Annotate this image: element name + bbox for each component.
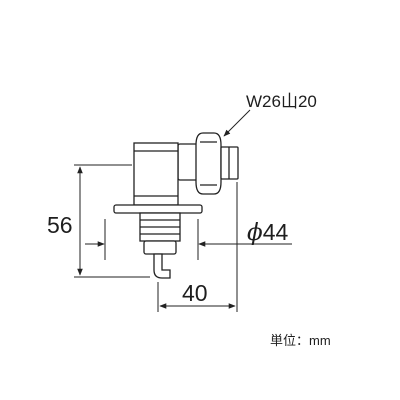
unit-label: 単位：mm: [270, 333, 331, 348]
height-dimension-label: 56: [47, 212, 73, 238]
flange-plate: [113, 204, 203, 214]
coupling-nut: [195, 132, 222, 195]
drain-spout: [153, 253, 171, 279]
thread-leader: [223, 109, 251, 137]
diameter-symbol: ϕ: [247, 220, 263, 246]
diameter-value: 44: [263, 219, 289, 245]
diameter-dimension-label: ϕ44: [247, 219, 288, 246]
thread-spec-label: W26山20: [246, 92, 317, 111]
width-dimension-label: 40: [182, 280, 208, 306]
faucet-part: [113, 132, 239, 279]
main-body: [133, 142, 179, 206]
dimension-lines: [74, 109, 292, 312]
lower-nut: [143, 240, 177, 255]
